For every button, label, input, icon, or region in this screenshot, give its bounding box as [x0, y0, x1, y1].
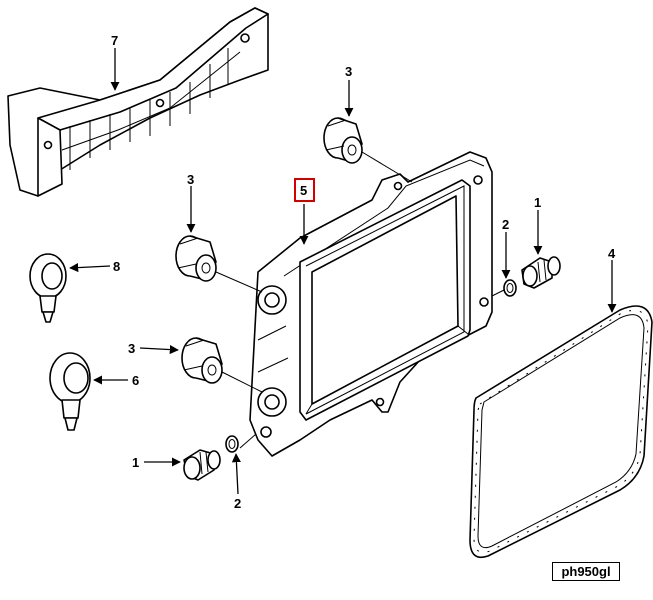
mount-part-3-lower	[181, 337, 223, 384]
fitting-part-1-left	[183, 449, 221, 481]
callout-1-right: 1	[534, 195, 541, 210]
callout-8: 8	[113, 259, 120, 274]
callout-3-middle: 3	[187, 172, 194, 187]
leader-8	[69, 263, 111, 273]
housing-frame-part-5	[249, 151, 493, 457]
callout-2-right: 2	[502, 217, 509, 232]
reference-code-label: ph950gl	[552, 562, 620, 581]
leader-3-lower	[139, 345, 179, 355]
bracket-part-7	[7, 7, 269, 197]
callout-7: 7	[111, 33, 118, 48]
mount-part-3-top	[323, 117, 363, 164]
sensor-part-6	[49, 352, 91, 431]
callout-1-left: 1	[132, 455, 139, 470]
leader-2-left	[231, 453, 241, 495]
alignment-line-middle-mount	[215, 271, 263, 293]
alignment-line-lower-mount	[221, 371, 263, 393]
alignment-line-top-mount	[361, 151, 413, 183]
fitting-part-1-right	[521, 256, 561, 289]
sensor-part-8	[29, 253, 67, 323]
callout-5: 5	[300, 183, 307, 198]
callout-3-top: 3	[345, 64, 352, 79]
mount-part-3-middle	[175, 235, 217, 282]
callout-2-left: 2	[234, 496, 241, 511]
callout-3-lower: 3	[128, 341, 135, 356]
gasket-part-4	[469, 305, 653, 559]
callout-4: 4	[608, 246, 616, 261]
o-ring-part-2-right	[503, 279, 517, 297]
alignment-line-left-fitting	[239, 433, 257, 449]
o-ring-part-2-left	[225, 435, 239, 453]
callout-5-highlight-box	[294, 178, 315, 202]
callout-6: 6	[132, 373, 139, 388]
